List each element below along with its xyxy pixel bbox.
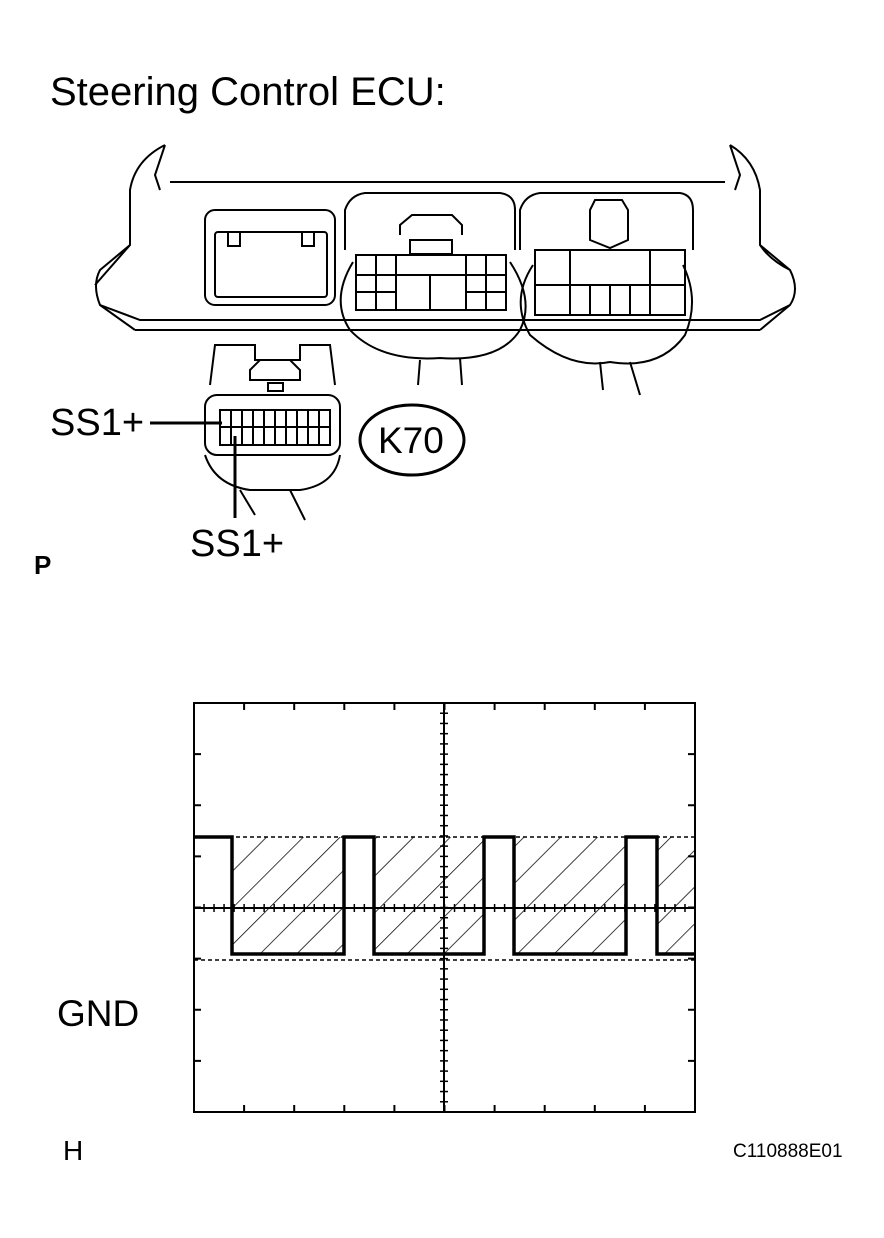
connector-right — [519, 192, 694, 250]
page-title: Steering Control ECU: — [50, 70, 446, 114]
square-waveform — [194, 835, 695, 956]
condition-label: P — [34, 550, 52, 580]
hatched-pulses — [232, 837, 695, 954]
ecu-diagram — [94, 144, 796, 521]
frame-ticks — [194, 703, 695, 1112]
horizontal-label: H — [63, 1135, 84, 1166]
ecu-housing — [94, 144, 796, 321]
terminal-label-left: SS1+ — [50, 402, 145, 444]
ground-label: GND — [57, 993, 140, 1034]
socket-left — [204, 209, 336, 306]
terminal-label-bottom: SS1+ — [190, 523, 285, 565]
figure-code: C110888E01 — [733, 1141, 843, 1162]
connector-middle — [344, 192, 516, 250]
k70-ellipse — [358, 403, 466, 477]
connector-id-label: K70 — [378, 420, 444, 461]
